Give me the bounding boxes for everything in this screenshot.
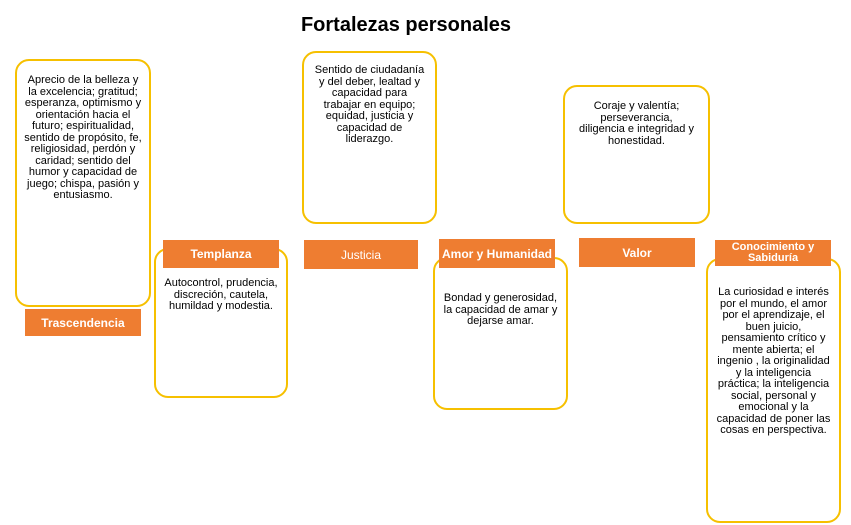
templanza-label: Templanza	[163, 240, 279, 268]
trascendencia-text: Aprecio de la belleza y la excelencia; g…	[24, 74, 142, 201]
amor-humanidad-box: Bondad y generosidad, la capacidad de am…	[433, 257, 568, 410]
valor-box: Coraje y valentía; perseverancia, dilige…	[563, 85, 710, 224]
amor-humanidad-text: Bondad y generosidad, la capacidad de am…	[443, 292, 558, 327]
justicia-box: Sentido de ciudadanía y del deber, lealt…	[302, 51, 437, 224]
templanza-text: Autocontrol, prudencia, discreción, caut…	[164, 277, 278, 312]
trascendencia-label: Trascendencia	[25, 309, 141, 336]
templanza-box: Autocontrol, prudencia, discreción, caut…	[154, 248, 288, 398]
conocimiento-sabiduria-box: La curiosidad e interés por el mundo, el…	[706, 258, 841, 523]
justicia-label: Justicia	[304, 240, 418, 269]
diagram-title: Fortalezas personales	[300, 14, 512, 36]
conocimiento-sabiduria-text: La curiosidad e interés por el mundo, el…	[716, 286, 831, 436]
amor-humanidad-label: Amor y Humanidad	[439, 239, 555, 268]
trascendencia-box: Aprecio de la belleza y la excelencia; g…	[15, 59, 151, 307]
conocimiento-sabiduria-label: Conocimiento y Sabiduría	[715, 240, 831, 266]
justicia-text: Sentido de ciudadanía y del deber, lealt…	[314, 64, 425, 145]
valor-text: Coraje y valentía; perseverancia, dilige…	[579, 100, 694, 147]
valor-label: Valor	[579, 238, 695, 267]
